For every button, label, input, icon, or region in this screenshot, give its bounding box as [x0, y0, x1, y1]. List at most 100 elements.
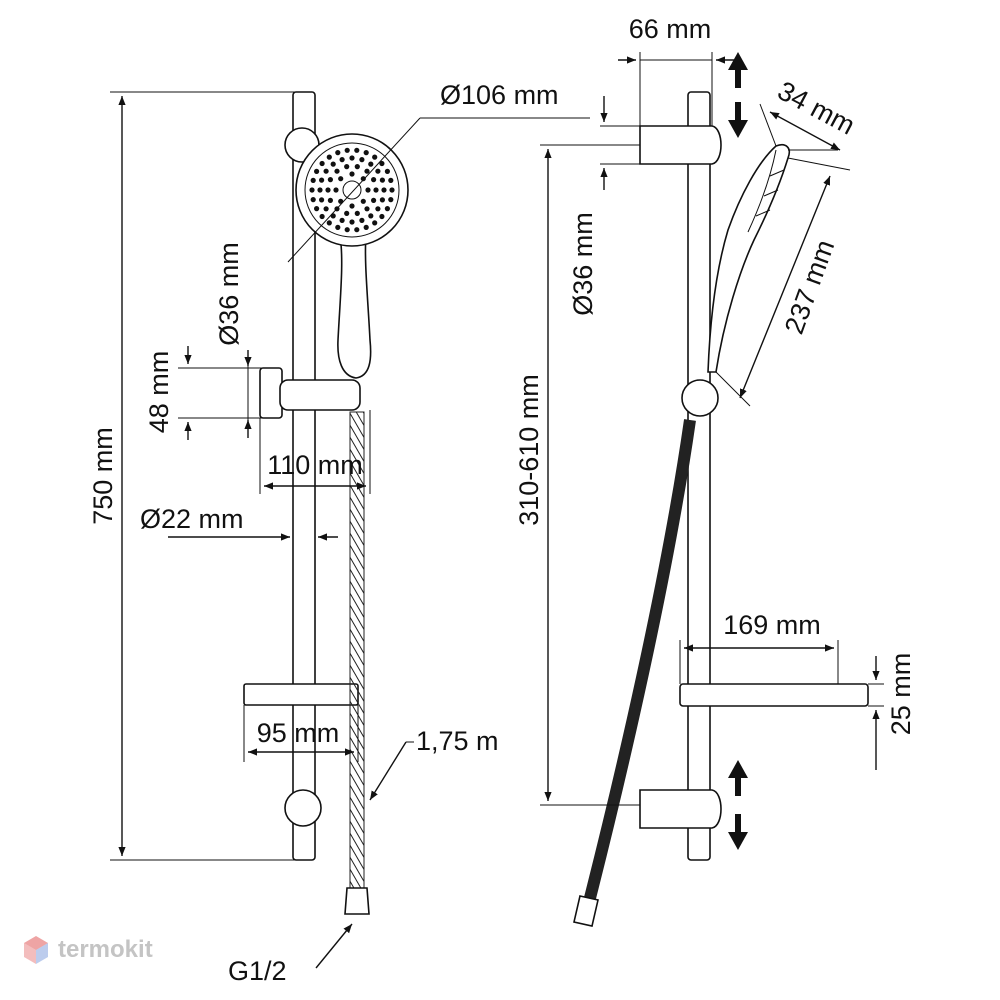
dim-shelf-length: 169 mm	[723, 610, 821, 640]
nozzle-dot	[339, 217, 345, 223]
nozzle-dot	[354, 164, 360, 170]
holder-bracket	[259, 367, 283, 419]
dim-handle-length: 237 mm	[779, 236, 841, 338]
dim-holder-depth: 110 mm	[267, 450, 363, 480]
adjust-arrow-top	[728, 52, 748, 138]
nozzle-dot	[375, 206, 381, 212]
nozzle-dot	[388, 197, 394, 203]
dim-shelf-height: 25 mm	[886, 653, 916, 736]
nozzle-dot	[354, 147, 360, 153]
nozzle-dot	[360, 176, 366, 182]
nozzle-dot	[364, 168, 370, 174]
shower-head-face	[304, 142, 400, 238]
nozzle-dot	[379, 197, 385, 203]
nozzle-dot	[368, 213, 374, 219]
nozzle-dot	[334, 168, 340, 174]
nozzle-dot	[325, 187, 331, 193]
nozzle-dot	[327, 197, 333, 203]
nozzle-dot	[375, 168, 381, 174]
nozzle-dot	[344, 227, 350, 233]
nozzle-dot	[335, 224, 341, 230]
dim-holder-offset: 66 mm	[629, 14, 712, 44]
nozzle-dot	[384, 168, 390, 174]
dim-head-diameter: Ø106 mm	[440, 80, 559, 110]
hose-nut-side	[573, 895, 599, 927]
nozzle-dot	[314, 168, 320, 174]
nozzle-dot	[388, 177, 394, 183]
nozzle-dot	[363, 224, 369, 230]
nozzle-dot	[310, 177, 316, 183]
soap-shelf-side	[679, 683, 869, 707]
dim-height: 750 mm	[88, 427, 118, 525]
shower-handle	[337, 235, 372, 379]
front-view: 750 mm Ø106 mm Ø36 mm 48 mm 110 mm Ø22 m…	[88, 80, 590, 986]
nozzle-dot	[381, 187, 387, 193]
nozzle-dot	[371, 197, 377, 203]
shower-handset-side	[707, 143, 791, 373]
nozzle-dot	[373, 187, 379, 193]
nozzle-dot	[384, 206, 390, 212]
dim-hose-length: 1,75 m	[416, 726, 499, 756]
shower-head-center	[342, 180, 362, 200]
dim-head-thickness: 34 mm	[773, 75, 860, 140]
soap-shelf	[243, 683, 359, 706]
side-view: 66 mm 34 mm 237 mm Ø36 mm	[514, 14, 916, 927]
nozzle-dot	[379, 213, 385, 220]
nozzle-dot	[349, 219, 355, 225]
nozzle-dot	[344, 164, 350, 170]
watermark: termokit	[22, 934, 153, 966]
bottom-bracket-knob	[284, 789, 322, 827]
nozzle-dot	[323, 168, 329, 174]
nozzle-dot	[319, 213, 325, 220]
nozzle-dot	[344, 210, 350, 216]
nozzle-dot	[365, 187, 371, 193]
nozzle-dot	[310, 197, 316, 203]
nozzle-dot	[349, 203, 355, 209]
nozzle-dot	[317, 187, 323, 193]
nozzle-dot	[359, 217, 365, 223]
nozzle-dot	[371, 177, 377, 183]
dim-thread: G1/2	[228, 956, 287, 986]
nozzle-dot	[354, 227, 360, 233]
shower-head-nozzles	[309, 147, 395, 233]
nozzle-dot	[364, 206, 370, 212]
nozzle-dot	[349, 171, 355, 177]
nozzle-dot	[327, 177, 333, 183]
nozzle-dot	[379, 177, 385, 183]
bottom-holder-side	[639, 789, 722, 829]
dim-adjust-range: 310-610 mm	[514, 374, 544, 526]
nozzle-dot	[372, 154, 378, 160]
nozzle-dot	[314, 206, 320, 212]
holder-clamp	[279, 379, 361, 411]
nozzle-dot	[326, 154, 332, 160]
nozzle-dot	[368, 161, 374, 167]
adjust-arrow-bottom	[728, 760, 748, 850]
nozzle-dot	[335, 150, 341, 156]
nozzle-dot	[344, 147, 350, 153]
termokit-cube-icon	[24, 936, 48, 964]
dim-rail-diameter: Ø22 mm	[140, 504, 244, 534]
side-bracket-knob	[681, 379, 719, 417]
slide-rail-side	[687, 91, 711, 861]
dim-shelf-depth: 95 mm	[257, 718, 340, 748]
nozzle-dot	[359, 157, 365, 163]
dim-holder-diameter-left: Ø36 mm	[214, 242, 244, 346]
nozzle-dot	[360, 198, 366, 204]
shower-hose	[349, 411, 365, 889]
nozzle-dot	[363, 150, 369, 156]
top-holder-side	[639, 125, 722, 165]
nozzle-dot	[354, 210, 360, 216]
nozzle-dot	[309, 187, 315, 193]
nozzle-dot	[326, 220, 332, 226]
nozzle-dot	[319, 177, 325, 183]
nozzle-dot	[319, 197, 325, 203]
nozzle-dot	[319, 160, 325, 167]
nozzle-dot	[349, 155, 355, 161]
nozzle-dot	[338, 176, 344, 182]
nozzle-dot	[323, 206, 329, 212]
watermark-text: termokit	[58, 936, 153, 963]
dim-holder-height: 48 mm	[144, 351, 174, 434]
nozzle-dot	[333, 187, 339, 193]
dim-holder-diameter-right: Ø36 mm	[568, 212, 598, 316]
nozzle-dot	[379, 160, 385, 167]
